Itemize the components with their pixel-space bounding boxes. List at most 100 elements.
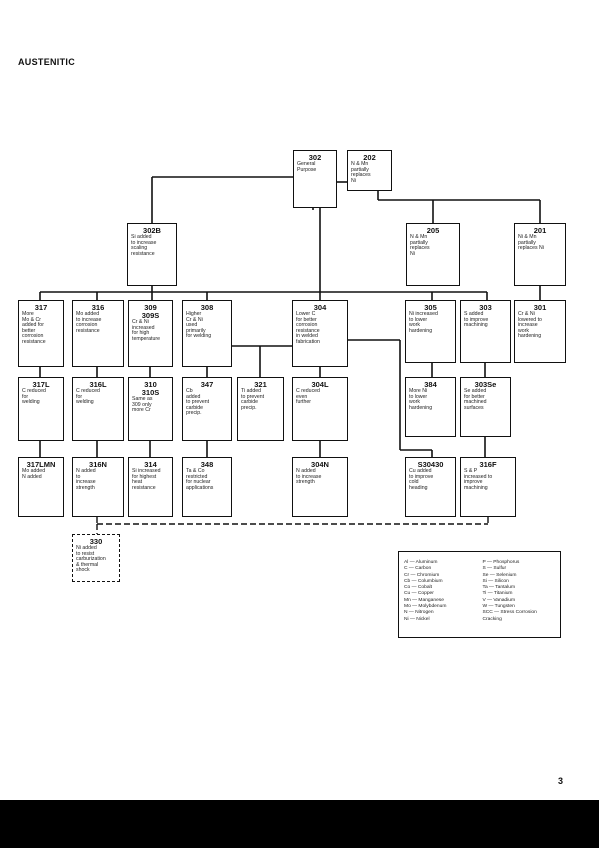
legend-item: Cr — Chromium bbox=[404, 572, 440, 578]
grade-321-code: 321 bbox=[254, 380, 267, 389]
grade-304-box: 304 Lower C for better corrosion resista… bbox=[292, 300, 348, 367]
grade-384-box: 384 More Ni to lower work hardening bbox=[405, 377, 456, 437]
grade-S30430-box: S30430 Cu added to improve cold heading bbox=[405, 457, 456, 517]
grade-309-box: 309 309S Cr & Ni increased for high temp… bbox=[128, 300, 173, 367]
grade-305-code: 305 bbox=[424, 303, 437, 312]
grade-348-code: 348 bbox=[200, 460, 214, 469]
grade-303-code: 303 bbox=[479, 303, 492, 312]
grade-308-desc: Higher Cr & Ni used primarily for weldin… bbox=[186, 311, 212, 340]
grade-303-box: 303 S added to improve machining bbox=[460, 300, 511, 363]
grade-301-desc: Cr & Ni lowered to increase work hardeni… bbox=[518, 311, 542, 340]
grade-304N-desc: N added to increase strength bbox=[296, 468, 322, 486]
grade-310-box: 310 310S Same as 309 only more Cr bbox=[128, 377, 173, 441]
legend-item: SCC — Stress Corrosion bbox=[482, 610, 537, 616]
grade-304N-box: 304N N added to increase strength bbox=[292, 457, 348, 517]
grade-347-desc: Cb added to prevent carbide precip. bbox=[186, 388, 210, 417]
legend-item: Ta — Tantalum bbox=[482, 585, 516, 591]
grade-309-desc: Cr & Ni increased for high temperature bbox=[132, 319, 160, 342]
grade-316N-box: 316N N added to increase strength bbox=[72, 457, 124, 517]
grade-302-desc: General Purpose bbox=[297, 161, 317, 173]
grade-316L-code: 316L bbox=[89, 380, 107, 389]
grade-202-code: 202 bbox=[363, 153, 376, 162]
grade-347-box: 347 Cb added to prevent carbide precip. bbox=[182, 377, 232, 441]
grade-S30430-code: S30430 bbox=[417, 460, 444, 469]
legend-item: Si — Silicon bbox=[482, 578, 509, 584]
grade-316N-desc: N added to increase strength bbox=[76, 468, 96, 491]
grade-317LMN-box: 317LMN Mo added N added bbox=[18, 457, 64, 517]
grade-201-code: 201 bbox=[533, 226, 547, 235]
grade-314-box: 314 Si increased for highest heat resist… bbox=[128, 457, 173, 517]
grade-308-box: 308 Higher Cr & Ni used primarily for we… bbox=[182, 300, 232, 367]
legend-item: Cu — Copper bbox=[404, 591, 434, 597]
legend-item: Mn — Manganese bbox=[404, 597, 444, 603]
grade-321-box: 321 Ti added to prevent carbide precip. bbox=[237, 377, 284, 441]
legend-item: Se — Selenium bbox=[482, 572, 517, 578]
grade-205-box: 205 N & Mn partially replaces Ni bbox=[406, 223, 460, 286]
grade-304-code: 304 bbox=[313, 303, 327, 312]
grade-201-box: 201 Ni & Mn partially replaces Ni bbox=[514, 223, 566, 286]
grade-304-desc: Lower C for better corrosion resistance … bbox=[296, 311, 320, 345]
grade-316N-code: 316N bbox=[89, 460, 107, 469]
grade-316-code: 316 bbox=[91, 303, 105, 312]
grade-303Se-desc: Se added for better machined surfaces bbox=[464, 388, 487, 411]
grade-316F-box: 316F S & P increased to improve machinin… bbox=[460, 457, 516, 517]
grade-301-box: 301 Cr & Ni lowered to increase work har… bbox=[514, 300, 566, 363]
grade-384-code: 384 bbox=[424, 380, 437, 389]
legend-item: Mo — Molybdenum bbox=[404, 604, 447, 610]
legend-item: Ti — Titanium bbox=[482, 591, 513, 597]
grade-301-code: 301 bbox=[533, 303, 547, 312]
grade-317LMN-code: 317LMN bbox=[26, 460, 56, 469]
grade-316-desc: Mo added to increase corrosion resistanc… bbox=[76, 311, 102, 334]
legend-item: Al — Aluminum bbox=[404, 560, 438, 565]
grade-202-box: 202 N & Mn partially replaces Ni bbox=[347, 150, 392, 191]
grade-304L-desc: C reduced even further bbox=[296, 388, 320, 406]
grade-317-code: 317 bbox=[34, 303, 48, 312]
grade-317L-desc: C reduced for welding bbox=[22, 388, 46, 406]
grade-348-box: 348 Ta & Co restricted for nuclear appli… bbox=[182, 457, 232, 517]
grade-302B-code: 302B bbox=[143, 226, 161, 235]
grade-303-desc: S added to improve machining bbox=[464, 311, 489, 329]
grade-330-code: 330 bbox=[89, 537, 103, 546]
grade-310-desc: Same as 309 only more Cr bbox=[132, 396, 153, 414]
grade-302B-desc: Si added to increase scaling resistance bbox=[131, 234, 157, 257]
page-title: AUSTENITIC bbox=[18, 57, 75, 67]
grade-202-desc: N & Mn partially replaces Ni bbox=[351, 161, 371, 184]
grade-330-desc: Ni added to resist carburization & therm… bbox=[76, 545, 106, 574]
grade-321-desc: Ti added to prevent carbide precip. bbox=[241, 388, 265, 411]
grade-302-box: 302 General Purpose bbox=[293, 150, 337, 208]
legend-item: C — Carbon bbox=[404, 566, 432, 572]
grade-305-box: 305 Ni increased to lower work hardening bbox=[405, 300, 456, 363]
grade-S30430-desc: Cu added to improve cold heading bbox=[409, 468, 434, 491]
grade-316F-code: 316F bbox=[479, 460, 497, 469]
grade-309-code: 309 309S bbox=[141, 303, 160, 320]
grade-317-desc: More Mo & Cr added for better corrosion … bbox=[22, 311, 46, 345]
grade-317L-code: 317L bbox=[32, 380, 50, 389]
grade-317L-box: 317L C reduced for welding bbox=[18, 377, 64, 441]
grade-330-box: 330 Ni added to resist carburization & t… bbox=[72, 534, 120, 582]
grade-316F-desc: S & P increased to improve machining bbox=[464, 468, 493, 491]
grade-314-code: 314 bbox=[144, 460, 157, 469]
grade-316L-box: 316L C reduced for welding bbox=[72, 377, 124, 441]
grade-305-desc: Ni increased to lower work hardening bbox=[409, 311, 438, 334]
grade-303Se-code: 303Se bbox=[474, 380, 497, 389]
grade-304L-box: 304L C reduced even further bbox=[292, 377, 348, 441]
grade-348-desc: Ta & Co restricted for nuclear applicati… bbox=[186, 468, 214, 491]
legend-item: V — Vanadium bbox=[482, 597, 516, 603]
grade-201-desc: Ni & Mn partially replaces Ni bbox=[518, 234, 544, 252]
grade-310-code: 310 310S bbox=[141, 380, 160, 397]
grade-314-desc: Si increased for highest heat resistance bbox=[132, 468, 161, 491]
legend-item: W — Tungsten bbox=[482, 604, 515, 610]
legend-item: Ni — Nickel bbox=[404, 616, 430, 622]
grade-317-box: 317 More Mo & Cr added for better corros… bbox=[18, 300, 64, 367]
grade-302B-box: 302B Si added to increase scaling resist… bbox=[127, 223, 177, 286]
legend-item: S — Sulfur bbox=[482, 566, 507, 572]
page-number: 3 bbox=[558, 776, 564, 786]
grade-303Se-box: 303Se Se added for better machined surfa… bbox=[460, 377, 511, 437]
grade-317LMN-desc: Mo added N added bbox=[22, 468, 46, 480]
grade-347-code: 347 bbox=[200, 380, 214, 389]
grade-316-box: 316 Mo added to increase corrosion resis… bbox=[72, 300, 124, 367]
legend-item: Cracking bbox=[482, 616, 502, 622]
element-legend: Al — Aluminum C — Carbon Cr — Chromium C… bbox=[398, 551, 561, 638]
grade-304N-code: 304N bbox=[311, 460, 329, 469]
legend-column-left: Al — Aluminum C — Carbon Cr — Chromium C… bbox=[404, 560, 477, 629]
